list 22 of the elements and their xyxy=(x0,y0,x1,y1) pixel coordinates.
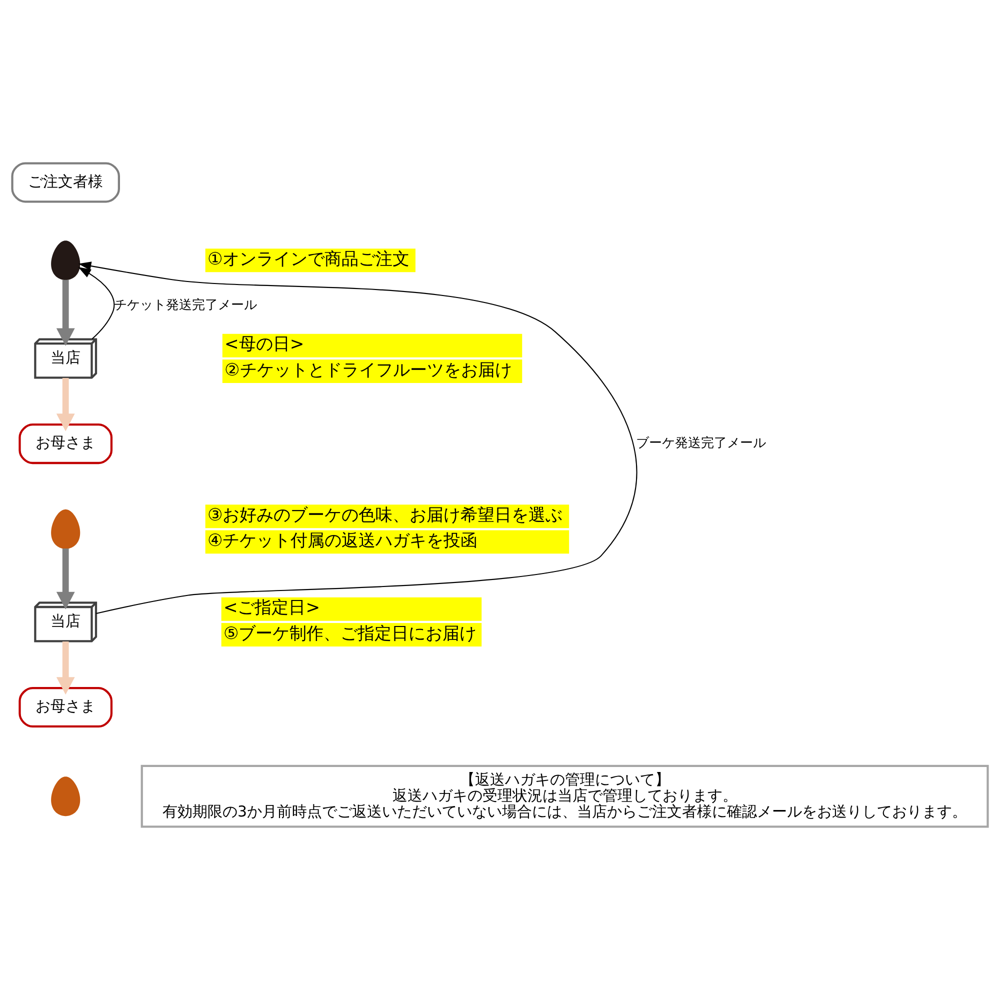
label: ④チケット付属の返送ハガキを投函 xyxy=(207,530,478,550)
label: ①オンラインで商品ご注文 xyxy=(207,248,410,269)
label: ②チケットとドライフルーツをお届け xyxy=(224,360,512,380)
node-person xyxy=(51,240,80,280)
node-box: ご注文者様 xyxy=(11,162,120,202)
arrow xyxy=(56,548,75,609)
edge-label: チケット発送完了メール xyxy=(114,297,258,312)
edge-label: ブーケ発送完了メール xyxy=(636,436,766,451)
arrow xyxy=(78,266,115,339)
node-box: お母さま xyxy=(18,423,113,464)
arrow xyxy=(56,640,75,694)
label: ⑤ブーケ制作、ご指定日にお届け xyxy=(223,623,477,644)
label: <ご指定日> xyxy=(223,598,320,618)
arrow xyxy=(78,261,637,614)
arrow xyxy=(56,279,75,346)
label: <母の日> xyxy=(224,334,304,354)
arrow xyxy=(56,378,75,431)
node-person xyxy=(51,776,80,816)
node-box: 【返送ハガキの管理について】 返送ハガキの受理状況は当店で管理しております。 有効期限の3か月前時点でご返送いただいていない場合には、当店からご注文者様に確認メールをお送りしております。 xyxy=(140,764,989,828)
label: ③お好みのブーケの色味、お届け希望日を選ぶ xyxy=(207,504,563,525)
node-box: お母さま xyxy=(18,686,113,728)
node-person xyxy=(51,508,80,548)
